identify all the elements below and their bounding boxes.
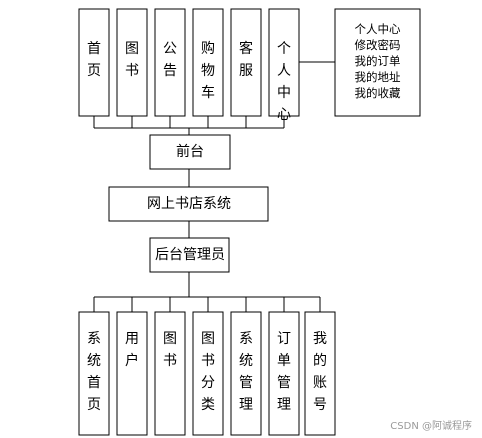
backend-module-books bbox=[154, 311, 186, 436]
admin-node-label: 后台管理员 bbox=[155, 247, 225, 263]
backend-module-label: 图书分类 bbox=[201, 331, 215, 413]
backend-module-label: 用户 bbox=[125, 331, 139, 369]
frontend-module-user-center bbox=[268, 8, 300, 117]
frontend-node-label: 前台 bbox=[176, 143, 204, 160]
backend-module-label: 订单管理 bbox=[277, 331, 291, 413]
backend-module-my-account bbox=[304, 311, 336, 436]
frontend-module-label: 公告 bbox=[163, 41, 177, 79]
nodes: 首页图书公告购物车客服个人中心个人中心修改密码我的订单我的地址我的收藏前台网上书… bbox=[78, 8, 421, 436]
backend-module-sys-home bbox=[78, 311, 110, 436]
user-center-detail-item: 我的收藏 bbox=[355, 86, 401, 100]
user-center-detail-item: 个人中心 bbox=[355, 22, 401, 36]
system-node-label: 网上书店系统 bbox=[147, 196, 231, 212]
system-node bbox=[108, 186, 269, 222]
backend-module-order-manage bbox=[268, 311, 300, 436]
frontend-module-label: 购物车 bbox=[201, 41, 215, 101]
backend-module-label: 系统首页 bbox=[87, 331, 101, 413]
watermark: CSDN @阿诚程序 bbox=[390, 421, 472, 432]
backend-module-sys-manage bbox=[230, 311, 262, 436]
user-center-details-box bbox=[334, 8, 421, 117]
user-center-detail-item: 我的地址 bbox=[355, 70, 401, 84]
frontend-module-notice bbox=[154, 8, 186, 117]
frontend-module-label: 个人中心 bbox=[277, 41, 291, 123]
frontend-module-home bbox=[78, 8, 110, 117]
frontend-module-cart bbox=[192, 8, 224, 117]
user-center-detail-item: 我的订单 bbox=[355, 54, 401, 68]
frontend-module-label: 图书 bbox=[125, 41, 139, 79]
backend-module-label: 系统管理 bbox=[239, 331, 253, 413]
frontend-module-label: 客服 bbox=[239, 40, 253, 79]
backend-module-users bbox=[116, 311, 148, 436]
backend-module-label: 我的账号 bbox=[313, 331, 327, 413]
backend-module-book-category bbox=[192, 311, 224, 436]
frontend-module-service bbox=[230, 8, 262, 117]
backend-module-label: 图书 bbox=[163, 331, 177, 369]
frontend-module-label: 首页 bbox=[87, 41, 101, 79]
frontend-node bbox=[149, 134, 231, 170]
connectors bbox=[93, 61, 335, 312]
user-center-detail-item: 修改密码 bbox=[355, 38, 401, 52]
admin-node bbox=[149, 237, 230, 273]
frontend-module-books bbox=[116, 8, 148, 117]
